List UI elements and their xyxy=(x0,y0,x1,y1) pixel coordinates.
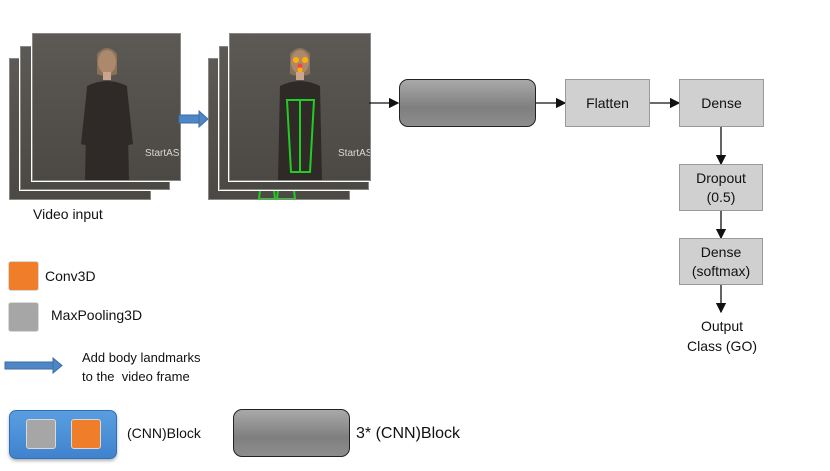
cnn-block-x3-legend-icon xyxy=(233,409,350,457)
dense-layer: Dense xyxy=(679,79,764,127)
signer-landmarks-image xyxy=(278,48,322,180)
maxpool-block-swatch xyxy=(26,419,56,449)
watermark: StartASL xyxy=(338,148,370,159)
cnn-block-legend-label: (CNN)Block xyxy=(127,425,201,441)
maxpool-legend-swatch xyxy=(8,302,39,332)
dense-softmax-layer: Dense (softmax) xyxy=(679,238,763,285)
output-class: Output Class (GO) xyxy=(668,317,776,356)
landmark-arrow xyxy=(178,109,209,129)
video-frame-front: StartASL xyxy=(32,33,181,181)
cnn-block-legend-icon xyxy=(9,410,117,459)
dropout-label: Dropout xyxy=(696,169,746,186)
landmark-legend-text: Add body landmarks to the video frame xyxy=(82,349,201,387)
landmark-frame-front: StartASL xyxy=(229,33,371,181)
signer-image xyxy=(81,48,133,180)
dropout-rate: (0.5) xyxy=(706,188,736,205)
maxpool-legend-label: MaxPooling3D xyxy=(51,307,143,323)
conv3d-block-swatch xyxy=(71,419,101,449)
flatten-layer: Flatten xyxy=(565,79,650,127)
legend-blue-arrow-icon xyxy=(4,356,63,375)
softmax-label: (softmax) xyxy=(691,262,751,279)
output-label: Output xyxy=(700,318,744,334)
landmark-legend-line2: to the video frame xyxy=(82,368,190,384)
dense-softmax-label: Dense xyxy=(700,243,742,260)
output-class-label: Class (GO) xyxy=(687,337,757,354)
cnn-block-x3 xyxy=(399,79,536,127)
conv3d-legend-swatch xyxy=(8,261,39,291)
watermark: StartASL xyxy=(145,148,180,159)
dropout-layer: Dropout (0.5) xyxy=(679,164,763,211)
cnn-block-x3-legend-label: 3* (CNN)Block xyxy=(356,425,461,442)
landmark-legend-line1: Add body landmarks xyxy=(82,350,201,365)
conv3d-legend-label: Conv3D xyxy=(45,268,96,284)
video-input-label: Video input xyxy=(33,206,103,222)
